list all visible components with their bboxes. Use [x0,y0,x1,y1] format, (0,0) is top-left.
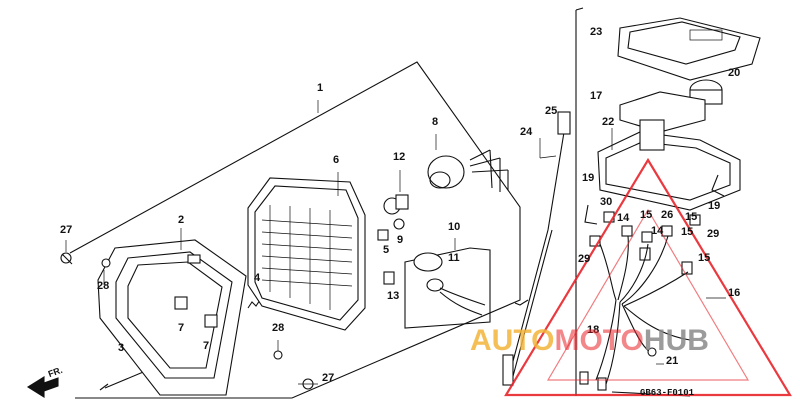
watermark-part-3: HUB [643,324,709,357]
callout-c15b: 15 [685,211,698,223]
callout-c25: 25 [545,105,558,117]
position-light-group [404,247,491,329]
callout-c15d: 15 [698,252,711,264]
callout-c22: 22 [602,116,615,128]
callout-c28b: 28 [272,322,285,334]
callout-c14b: 14 [651,225,664,237]
callout-c26: 26 [661,209,674,221]
callout-c13: 13 [387,290,400,302]
headlight-group-outline [69,61,521,399]
watermark-part-2: MOTO [554,324,644,357]
headlight-unit [247,177,366,331]
callout-c23: 23 [590,26,603,38]
callout-c8: 8 [432,116,439,128]
bulb-sockets [589,211,701,275]
watermark-triangle [504,157,792,397]
callout-c10: 10 [448,221,461,233]
callout-c29a: 29 [578,253,591,265]
callout-c7b: 7 [203,340,210,352]
callout-c30: 30 [600,196,613,208]
callout-c27b: 27 [322,372,335,384]
meter-case [597,131,741,211]
callout-c5: 5 [383,244,390,256]
callout-c21: 21 [666,355,679,367]
callout-c11: 11 [448,252,460,264]
callout-c18: 18 [587,324,600,336]
callout-c15c: 15 [681,226,694,238]
callout-c24: 24 [520,126,533,138]
callout-c7a: 7 [178,322,185,334]
watermark-part-1: AUTO [470,324,555,357]
callout-c12: 12 [393,151,406,163]
callout-c9: 9 [397,234,404,246]
callout-c3: 3 [118,342,125,354]
diagram-code: GB63-F0101 [640,388,695,398]
callout-c2: 2 [178,214,185,226]
callout-c20: 20 [728,67,741,79]
forward-arrow-icon [26,376,59,398]
callout-c16: 16 [728,287,741,299]
callout-c29b: 29 [707,228,720,240]
callout-c28a: 28 [97,280,110,292]
headlight-socket [427,155,465,189]
callout-c1: 1 [317,82,324,94]
speedometer-cable-top [557,111,571,135]
callout-c27a: 27 [60,224,73,236]
callout-c17: 17 [590,90,603,102]
watermark: AUTOMOTOHUB [470,324,709,360]
callout-c6: 6 [333,154,340,166]
callout-c15a: 15 [640,209,653,221]
lens-pattern [261,205,353,310]
callout-c19a: 19 [582,172,595,184]
callout-c19b: 19 [708,200,721,212]
callout-c4: 4 [254,272,261,284]
callout-c14a: 14 [617,212,630,224]
